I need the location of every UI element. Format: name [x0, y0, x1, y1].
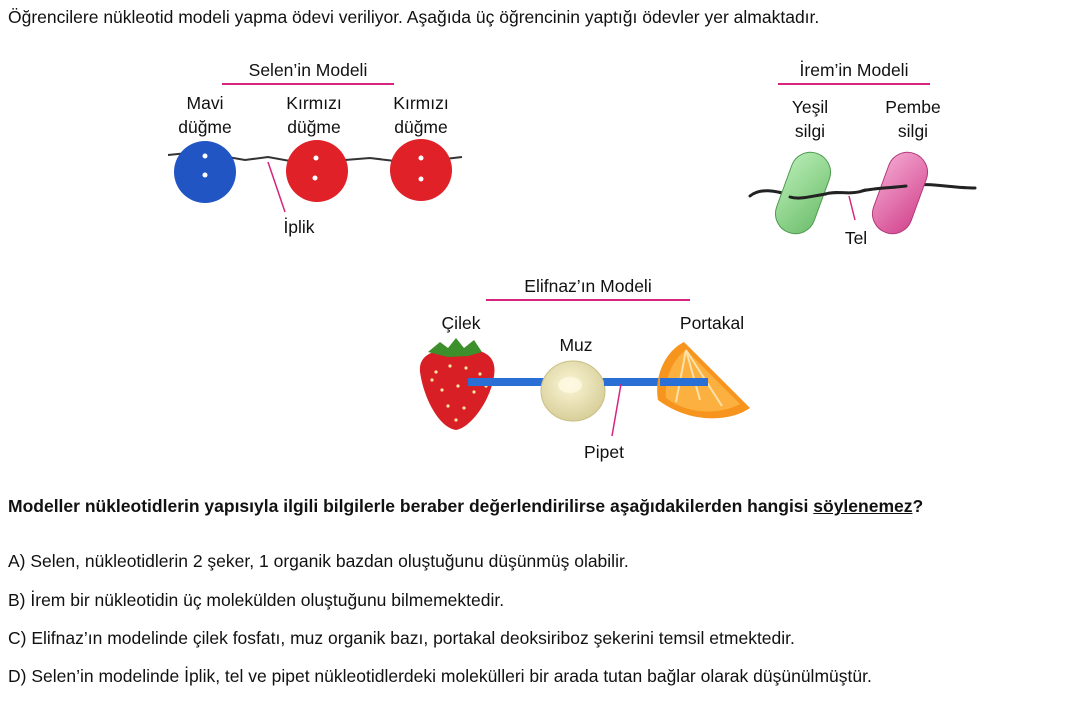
elifnaz-model-title: Elifnaz’ın Modeli — [486, 276, 690, 301]
question-underlined-word: söylenemez — [813, 496, 913, 516]
orange-label: Portakal — [679, 313, 745, 333]
banana-slice — [540, 360, 606, 422]
option-a[interactable]: A) Selen, nükleotidlerin 2 şeker, 1 orga… — [8, 551, 629, 572]
straw-pointer — [611, 383, 622, 437]
irem-label-pink: Pembe silgi — [868, 95, 958, 143]
selen-model-title: Selen’in Modeli — [222, 60, 394, 85]
straw-overlay-left — [468, 378, 542, 386]
option-a-letter: A) — [8, 551, 26, 571]
irem-label-green-line1: Yeşil — [791, 97, 829, 117]
selen-label-blue-line2: düğme — [178, 117, 232, 137]
selen-label-red-2-line2: düğme — [394, 117, 448, 137]
red-button-2 — [390, 139, 452, 201]
irem-label-green-line2: silgi — [794, 121, 826, 141]
pink-eraser — [871, 151, 929, 235]
selen-label-red-1-line2: düğme — [287, 117, 341, 137]
option-d-text: Selen’in modelinde İplik, tel ve pipet n… — [31, 666, 872, 686]
question-text: Modeller nükleotidlerin yapısıyla ilgili… — [8, 496, 923, 517]
models-figure — [167, 139, 977, 437]
option-b-text: İrem bir nükleotidin üç molekülden oluşt… — [30, 590, 505, 610]
selen-label-red-1: Kırmızı düğme — [268, 91, 360, 139]
thread-pointer — [267, 161, 286, 213]
irem-label-green: Yeşil silgi — [770, 95, 850, 143]
irem-model-title: İrem’in Modeli — [778, 60, 930, 85]
straw-overlay-right — [604, 378, 708, 386]
option-d-letter: D) — [8, 666, 27, 686]
option-b-letter: B) — [8, 590, 26, 610]
strawberry-label: Çilek — [441, 313, 481, 333]
thread-label: İplik — [283, 217, 315, 237]
irem-label-pink-line1: Pembe — [885, 97, 941, 117]
straw-overlay-orange — [660, 378, 708, 386]
question-text-after: ? — [912, 496, 924, 516]
intro-text: Öğrencilere nükleotid modeli yapma ödevi… — [8, 7, 820, 27]
straw-label: Pipet — [584, 442, 624, 462]
selen-label-red-1-line1: Kırmızı — [286, 93, 342, 113]
strawberry — [419, 338, 495, 430]
green-eraser — [774, 151, 832, 235]
blue-button — [174, 141, 236, 203]
selen-label-red-2: Kırmızı düğme — [375, 91, 467, 139]
option-c-text: Elifnaz’ın modelinde çilek fosfatı, muz … — [31, 628, 795, 648]
selen-label-red-2-line1: Kırmızı — [393, 93, 449, 113]
option-c[interactable]: C) Elifnaz’ın modelinde çilek fosfatı, m… — [8, 628, 795, 649]
irem-label-pink-line2: silgi — [897, 121, 929, 141]
selen-label-blue: Mavi düğme — [160, 91, 250, 139]
wire-label: Tel — [844, 228, 868, 248]
selen-label-blue-line1: Mavi — [186, 93, 224, 113]
option-c-letter: C) — [8, 628, 27, 648]
irem-wire-front — [788, 184, 908, 200]
question-text-before: Modeller nükleotidlerin yapısıyla ilgili… — [8, 496, 814, 516]
banana-label: Muz — [559, 335, 593, 355]
option-a-text: Selen, nükleotidlerin 2 şeker, 1 organik… — [30, 551, 629, 571]
wire-pointer — [848, 195, 856, 221]
option-d[interactable]: D) Selen’in modelinde İplik, tel ve pipe… — [8, 666, 872, 687]
option-b[interactable]: B) İrem bir nükleotidin üç molekülden ol… — [8, 590, 504, 611]
red-button-1 — [286, 140, 348, 202]
